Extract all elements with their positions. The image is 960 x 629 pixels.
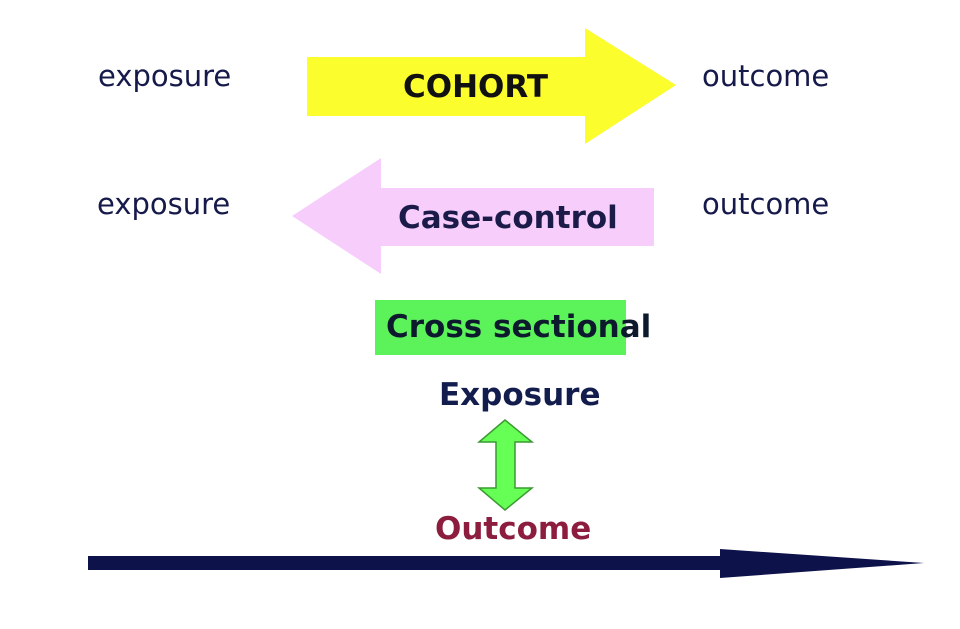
cross-sectional-label: Cross sectional [386, 309, 652, 345]
case-control-outcome-label: outcome [702, 187, 830, 221]
time-arrow [88, 549, 924, 578]
cross-sectional-exposure-label: Exposure [439, 377, 601, 413]
cohort-exposure-label: exposure [98, 59, 232, 93]
case-control-exposure-label: exposure [97, 187, 231, 221]
cross-sectional-outcome-label: Outcome [435, 511, 592, 547]
case-control-arrow [292, 158, 654, 274]
double-headed-arrow [476, 419, 535, 511]
cohort-arrow [307, 28, 676, 144]
cohort-arrow-label: COHORT [403, 69, 549, 105]
cross-sectional-box [375, 300, 626, 355]
case-control-arrow-label: Case-control [398, 200, 618, 236]
cohort-outcome-label: outcome [702, 59, 830, 93]
